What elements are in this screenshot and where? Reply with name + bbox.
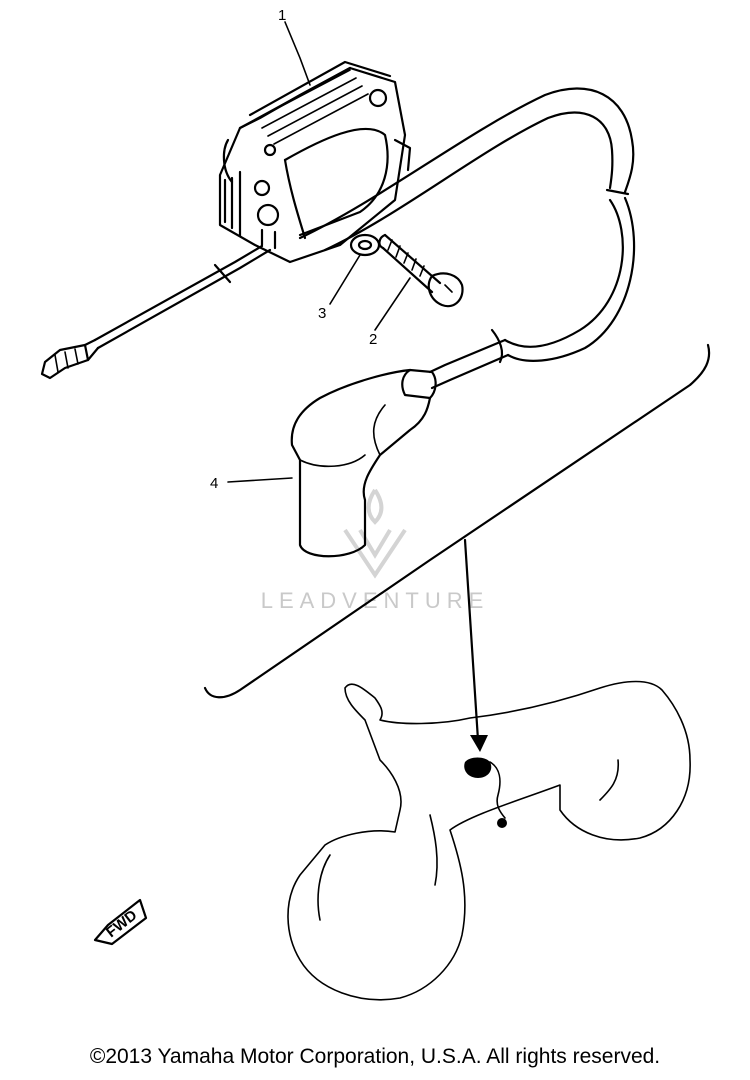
spark-plug-cap [290,368,437,558]
callout-number-3: 3 [318,305,326,322]
callout-leader-4 [227,477,293,483]
high-tension-cord [298,87,636,390]
bolt [378,233,464,308]
callout-number-1: 1 [278,7,286,24]
ignition-coil [218,60,412,264]
watermark: LEADVENTURE [261,488,490,613]
washer [349,233,381,257]
watermark-logo-icon [343,488,407,579]
callout-number-4: 4 [210,475,218,492]
callout-leader-1 [284,21,311,86]
motorcycle-outline [287,680,691,1001]
callout-number-2: 2 [369,331,377,348]
location-arrow [463,538,488,752]
copyright-notice: ©2013 Yamaha Motor Corporation, U.S.A. A… [89,1045,661,1068]
watermark-text: LEADVENTURE [261,588,490,613]
forward-direction-badge: FWD [93,898,148,946]
section-divider-line [203,343,711,699]
callout-leader-2 [374,277,411,331]
callout-leader-3 [329,254,361,305]
coil-location-marker [464,757,507,828]
coil-lead-wire [40,244,272,380]
